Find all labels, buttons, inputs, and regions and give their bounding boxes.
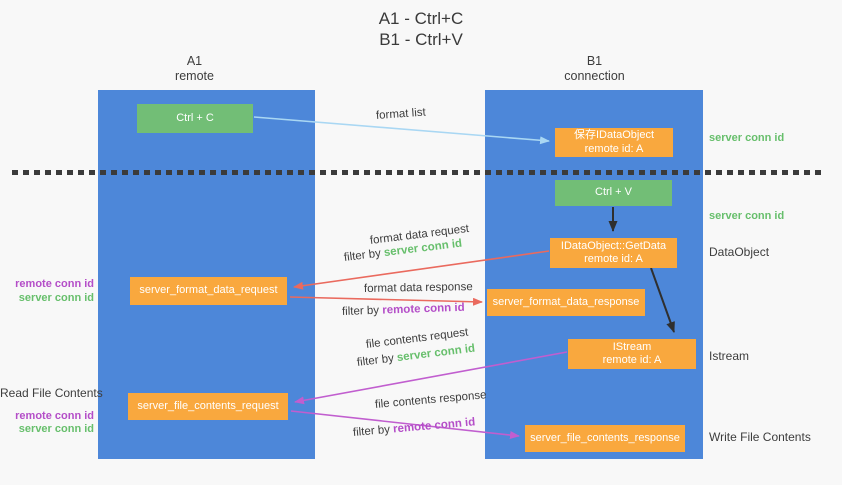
left-remote-conn-id-label-1: remote conn id <box>15 278 94 290</box>
filter-by-text: filter by <box>356 352 398 369</box>
server-format-data-response-label: server_format_data_response <box>492 295 640 308</box>
save-idataobject-node: 保存IDataObject remote id: A <box>555 128 673 157</box>
server-format-data-request-node: server_format_data_request <box>130 277 287 305</box>
istream-line2: remote id: A <box>602 354 662 366</box>
title-line-1: A1 - Ctrl+C <box>378 9 464 28</box>
left-server-conn-id-label-2: server conn id <box>18 423 94 435</box>
left-server-conn-id-label-1: server conn id <box>18 292 94 304</box>
session-separator-line <box>12 170 826 175</box>
right-server-conn-id-label-2: server conn id <box>709 210 785 222</box>
filter-by-text: filter by <box>341 304 383 318</box>
filter-by-remote-conn-id-label-2: filter by remote conn id <box>352 416 475 439</box>
right-server-conn-id-label-1: server conn id <box>709 132 785 144</box>
lane-a1-header: A1 remote <box>86 54 303 84</box>
read-file-contents-label: Read File Contents <box>0 386 103 400</box>
server-file-contents-request-node: server_file_contents_request <box>128 393 288 420</box>
ctrl-c-node: Ctrl + C <box>137 104 253 133</box>
remote-conn-id-text: remote conn id <box>392 416 476 436</box>
ctrl-v-node: Ctrl + V <box>555 180 672 206</box>
istream-side-label: Istream <box>709 349 750 363</box>
filter-by-text: filter by <box>352 423 394 439</box>
lane-b1-header: B1 connection <box>486 54 703 84</box>
title-line-2: B1 - Ctrl+V <box>379 30 463 49</box>
filter-by-remote-conn-id-label-1: filter by remote conn id <box>342 302 465 318</box>
left-remote-conn-id-label-2: remote conn id <box>15 410 94 422</box>
lane-a1-name: A1 <box>186 54 203 68</box>
lane-a1-subtitle: remote <box>175 69 214 83</box>
lane-b1-name: B1 <box>586 54 603 68</box>
remote-conn-id-text: remote conn id <box>382 301 465 317</box>
filter-by-text: filter by <box>343 247 385 264</box>
istream-node: IStream remote id: A <box>568 339 696 369</box>
file-contents-response-label: file contents response <box>374 389 487 411</box>
server-file-contents-request-label: server_file_contents_request <box>137 399 279 412</box>
write-file-contents-label: Write File Contents <box>709 430 811 444</box>
dataobject-label: DataObject <box>709 245 770 259</box>
ctrl-c-label: Ctrl + C <box>176 111 214 124</box>
lane-b1-subtitle: connection <box>564 69 625 83</box>
save-idataobject-line2: remote id: A <box>584 142 644 155</box>
format-list-label: format list <box>375 106 427 122</box>
server-format-data-request-label: server_format_data_request <box>139 284 278 297</box>
save-idataobject-line1: 保存IDataObject <box>573 129 655 141</box>
getdata-line1: IDataObject::GetData <box>560 239 667 252</box>
getdata-line2: remote id: A <box>584 253 643 265</box>
server-format-data-response-node: server_format_data_response <box>487 289 645 316</box>
idataobject-getdata-node: IDataObject::GetData remote id: A <box>550 238 677 268</box>
istream-line1: IStream <box>612 340 652 353</box>
format-data-response-label: format data response <box>363 281 473 295</box>
server-file-contents-response-label: server_file_contents_response <box>530 431 680 444</box>
ctrl-v-label: Ctrl + V <box>595 186 632 199</box>
diagram-title: A1 - Ctrl+C B1 - Ctrl+V <box>0 8 842 50</box>
server-file-contents-response-node: server_file_contents_response <box>525 425 685 452</box>
